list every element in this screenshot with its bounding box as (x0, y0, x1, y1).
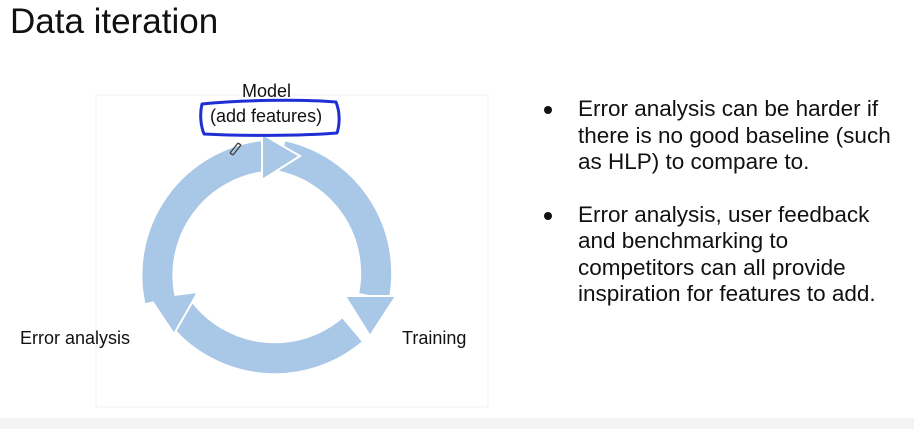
bullet-dot-icon (544, 211, 552, 220)
arrowhead-to-training (343, 295, 398, 338)
node-label-training: Training (402, 328, 467, 348)
node-label-error-analysis: Error analysis (20, 328, 131, 348)
bullet-list: Error analysis can be harder if there is… (538, 96, 910, 334)
node-label-model: Model (242, 81, 292, 101)
cycle-arc-error-to-model (142, 141, 267, 304)
node-annotation-add-features: (add features) (210, 106, 323, 126)
slide-title: Data iteration (10, 2, 219, 41)
pencil-cursor-icon (229, 142, 242, 156)
annotation-box (199, 98, 341, 137)
image-panel-border (95, 94, 489, 408)
cycle-arc-training-to-error (168, 302, 362, 374)
arrowhead-to-model (261, 132, 302, 182)
cycle-arc-model-to-training (278, 141, 392, 299)
bullet-text: Error analysis can be harder if there is… (578, 96, 891, 174)
bullet-item: Error analysis, user feedback and benchm… (538, 202, 910, 308)
bottom-bar (0, 418, 914, 429)
bullet-item: Error analysis can be harder if there is… (538, 96, 910, 176)
bullet-text: Error analysis, user feedback and benchm… (578, 201, 876, 307)
bullet-dot-icon (544, 106, 552, 114)
